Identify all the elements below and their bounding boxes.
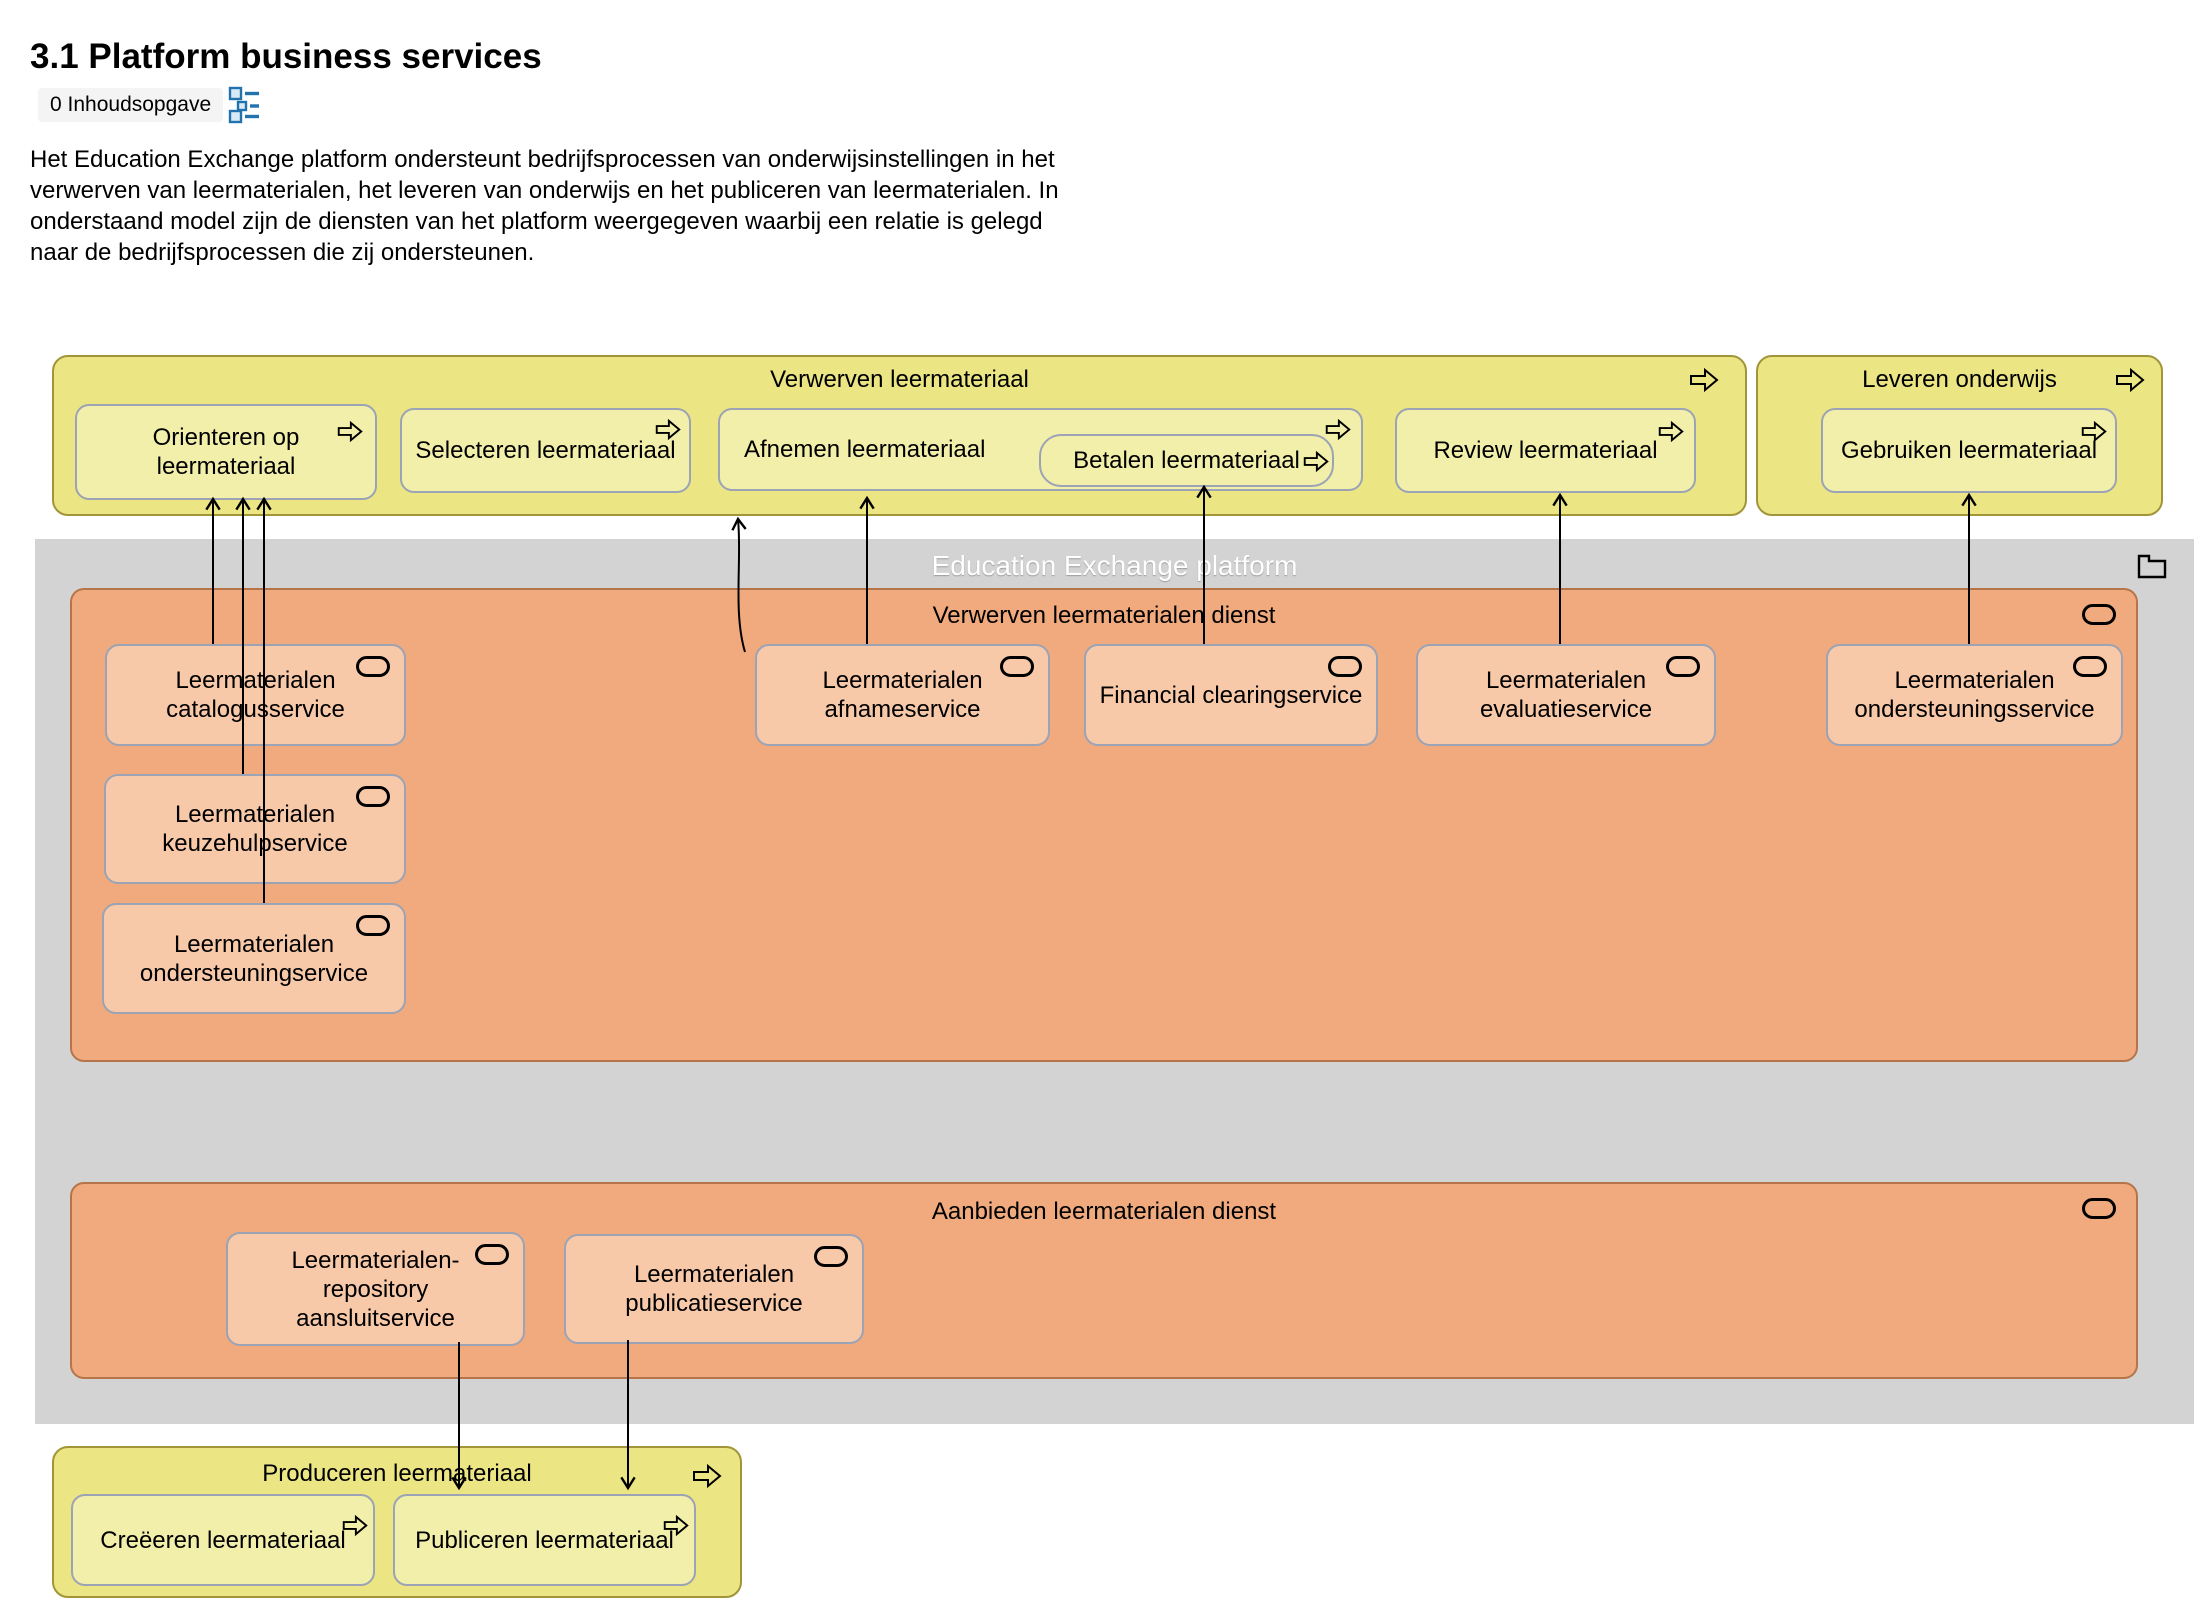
- service-label: Leermaterialen evaluatieservice: [1479, 667, 1653, 723]
- intro-paragraph: Het Education Exchange platform onderste…: [30, 144, 1059, 268]
- service-ondersteuning-links: Leermaterialen ondersteuningservice: [102, 903, 406, 1014]
- process-label: Gebruiken leermateriaal: [1840, 437, 2098, 464]
- service-icon: [356, 915, 390, 936]
- service-label: Leermaterialen catalogusservice: [166, 667, 345, 723]
- service-group-title: Aanbieden leermaterialen dienst: [931, 1198, 1277, 1225]
- service-financial-clearing: Financial clearingservice: [1084, 644, 1378, 746]
- process-creeeren: Creëeren leermateriaal: [71, 1494, 375, 1586]
- process-arrow-icon: [2115, 367, 2145, 397]
- process-afnemen: Afnemen leermateriaal Betalen leermateri…: [718, 408, 1363, 491]
- service-icon: [356, 656, 390, 677]
- intro-line: Het Education Exchange platform onderste…: [30, 146, 1055, 173]
- process-publiceren: Publiceren leermateriaal: [393, 1494, 696, 1586]
- process-arrow-icon: [1689, 367, 1719, 397]
- service-ondersteunings-rechts: Leermaterialen ondersteuningsservice: [1826, 644, 2123, 746]
- process-arrow-icon: [655, 418, 681, 447]
- process-arrow-icon: [1658, 420, 1684, 449]
- process-group-title: Produceren leermateriaal: [262, 1460, 532, 1487]
- service-icon: [1328, 656, 1362, 677]
- process-group-title: Verwerven leermateriaal: [770, 366, 1029, 393]
- process-arrow-icon: [663, 1514, 689, 1543]
- process-group-produceren: Produceren leermateriaal Creëeren leerma…: [52, 1446, 742, 1598]
- process-group-title: Leveren onderwijs: [1862, 366, 2057, 393]
- service-label: Leermaterialen afnameservice: [822, 667, 983, 723]
- service-group-aanbieden-dienst: Aanbieden leermaterialen dienst Leermate…: [70, 1182, 2138, 1379]
- service-label: Leermaterialen publicatieservice: [625, 1261, 803, 1317]
- service-label: Leermaterialen keuzehulpservice: [162, 801, 348, 857]
- intro-line: verwerven van leermaterialen, het levere…: [30, 177, 1059, 204]
- intro-line: naar de bedrijfsprocessen die zij onders…: [30, 239, 535, 266]
- platform-container: Education Exchange platform Verwerven le…: [35, 539, 2194, 1424]
- folder-icon: [2136, 552, 2168, 585]
- service-publicatie: Leermaterialen publicatieservice: [564, 1234, 864, 1344]
- service-keuzehulp: Leermaterialen keuzehulpservice: [104, 774, 406, 884]
- process-gebruiken: Gebruiken leermateriaal: [1821, 408, 2117, 493]
- page-title: 3.1 Platform business services: [30, 37, 542, 77]
- service-icon: [1000, 656, 1034, 677]
- toc-link[interactable]: 0 Inhoudsopgave: [38, 88, 224, 122]
- process-arrow-icon: [1325, 418, 1351, 447]
- process-label: Orienteren op leermateriaal: [152, 424, 300, 480]
- service-group-title: Verwerven leermaterialen dienst: [932, 602, 1276, 629]
- process-label: Creëeren leermateriaal: [100, 1526, 346, 1554]
- service-icon: [2082, 1198, 2116, 1219]
- intro-line: onderstaand model zijn de diensten van h…: [30, 208, 1043, 235]
- service-group-verwerven-dienst: Verwerven leermaterialen dienst Leermate…: [70, 588, 2138, 1062]
- process-review: Review leermateriaal: [1395, 408, 1696, 493]
- process-label: Afnemen leermateriaal: [744, 436, 986, 463]
- process-orienteren: Orienteren op leermateriaal: [75, 404, 377, 500]
- process-selecteren: Selecteren leermateriaal: [400, 408, 691, 493]
- service-afname: Leermaterialen afnameservice: [755, 644, 1050, 746]
- process-label: Review leermateriaal: [1433, 437, 1658, 464]
- service-icon: [2073, 656, 2107, 677]
- process-group-leveren: Leveren onderwijs Gebruiken leermateriaa…: [1756, 355, 2163, 516]
- service-label: Leermaterialen ondersteuningsservice: [1854, 667, 2095, 723]
- service-label: Leermaterialen ondersteuningservice: [139, 930, 369, 987]
- process-group-verwerven: Verwerven leermateriaal Orienteren op le…: [52, 355, 1747, 516]
- toc-tree-icon[interactable]: [228, 86, 262, 124]
- service-label: Leermaterialen-repository aansluitservic…: [291, 1246, 460, 1332]
- service-icon: [814, 1246, 848, 1267]
- platform-title: Education Exchange platform: [931, 550, 1298, 581]
- service-icon: [475, 1244, 509, 1265]
- service-icon: [356, 786, 390, 807]
- process-arrow-icon: [1303, 450, 1329, 479]
- service-icon: [2082, 604, 2116, 625]
- process-betalen: Betalen leermateriaal: [1039, 434, 1334, 487]
- process-arrow-icon: [692, 1463, 722, 1493]
- toc-label: 0 Inhoudsopgave: [50, 93, 212, 116]
- process-arrow-icon: [337, 420, 363, 449]
- service-evaluatie: Leermaterialen evaluatieservice: [1416, 644, 1716, 746]
- service-icon: [1666, 656, 1700, 677]
- service-label: Financial clearingservice: [1099, 681, 1363, 709]
- service-repository-aansluit: Leermaterialen-repository aansluitservic…: [226, 1232, 525, 1346]
- process-label: Publiceren leermateriaal: [415, 1526, 674, 1554]
- process-label: Betalen leermateriaal: [1073, 447, 1300, 474]
- process-arrow-icon: [342, 1514, 368, 1543]
- service-catalogus: Leermaterialen catalogusservice: [105, 644, 406, 746]
- process-arrow-icon: [2081, 420, 2107, 449]
- process-label: Selecteren leermateriaal: [415, 437, 676, 464]
